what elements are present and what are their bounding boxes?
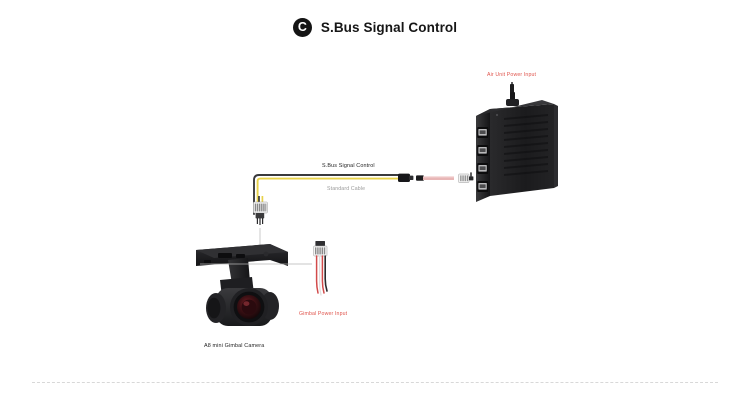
page-title-text: S.Bus Signal Control bbox=[320, 20, 458, 35]
gimbal-power-input-label: Gimbal Power Input bbox=[299, 311, 348, 317]
air-unit-cable-ribbon bbox=[416, 175, 454, 181]
air-unit-ports bbox=[477, 127, 489, 192]
gimbal-power-leader-line bbox=[200, 263, 312, 265]
gimbal-mount-plate bbox=[196, 244, 288, 266]
sbus-cable bbox=[253, 174, 401, 215]
gimbal-camera-device bbox=[196, 244, 288, 326]
air-unit-antenna-icon bbox=[506, 92, 519, 106]
sbus-signal-control-label: S.Bus Signal Control bbox=[322, 163, 375, 169]
page-title: C S.Bus Signal Control bbox=[0, 18, 750, 37]
gimbal-power-connector bbox=[313, 241, 328, 296]
air-unit-power-plug-icon bbox=[510, 82, 514, 93]
air-unit-port-3 bbox=[477, 163, 489, 174]
air-unit-power-input-label: Air Unit Power Input bbox=[487, 72, 537, 78]
gimbal-lens bbox=[230, 288, 268, 326]
air-unit-port-1 bbox=[477, 127, 489, 138]
air-unit-port-4 bbox=[477, 181, 489, 192]
gimbal-camera-caption: A8 mini Gimbal Camera bbox=[204, 343, 265, 349]
gimbal-sbus-connector bbox=[253, 196, 268, 225]
footer-divider bbox=[32, 382, 718, 383]
air-unit-device bbox=[476, 92, 558, 202]
sbus-cable-plug-icon bbox=[398, 173, 414, 182]
air-unit-port-2 bbox=[477, 145, 489, 156]
air-unit-connector bbox=[458, 172, 474, 183]
standard-cable-label: Standard Cable bbox=[327, 186, 366, 192]
section-badge-icon: C bbox=[292, 18, 312, 37]
air-unit-indicator-led bbox=[495, 113, 499, 117]
air-unit-vent-slots bbox=[504, 114, 548, 176]
gimbal-yaw-arm bbox=[228, 258, 250, 284]
